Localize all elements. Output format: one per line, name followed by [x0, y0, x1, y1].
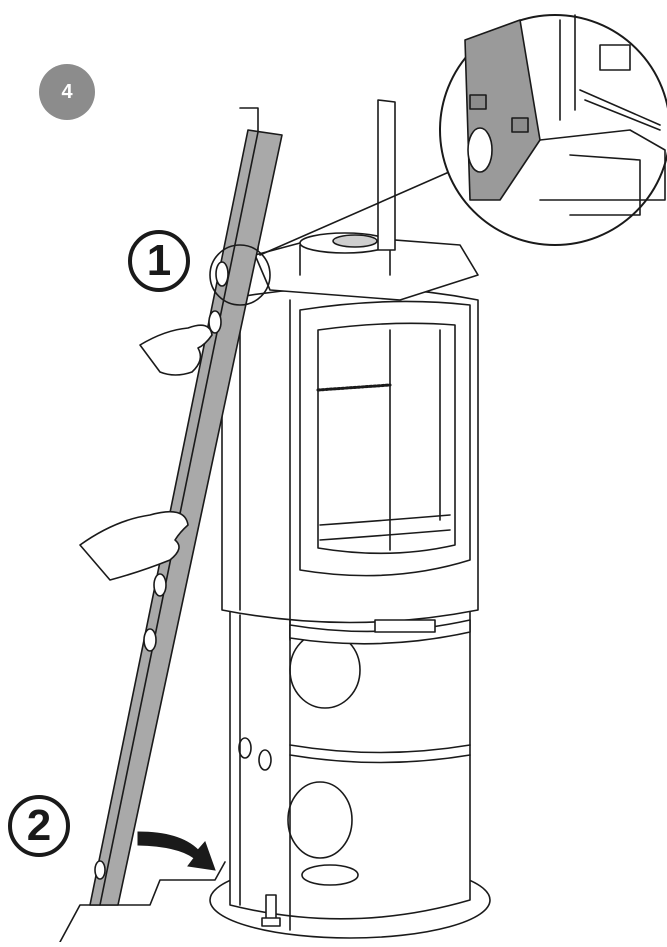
step-number-badge: 4: [39, 64, 95, 120]
rear-rail: [377, 99, 396, 251]
callout-2: 2: [8, 795, 70, 857]
direction-arrow: [137, 831, 216, 871]
hand-lower: [79, 510, 189, 581]
floor-outline: [59, 861, 226, 943]
window: [317, 322, 456, 555]
callout-1: 1: [128, 230, 190, 292]
hand-upper: [139, 324, 213, 376]
door-frame: [299, 300, 471, 577]
shelf: [289, 744, 471, 754]
vent-opening-lower: [287, 781, 353, 859]
detail-circle-small: [209, 244, 271, 306]
